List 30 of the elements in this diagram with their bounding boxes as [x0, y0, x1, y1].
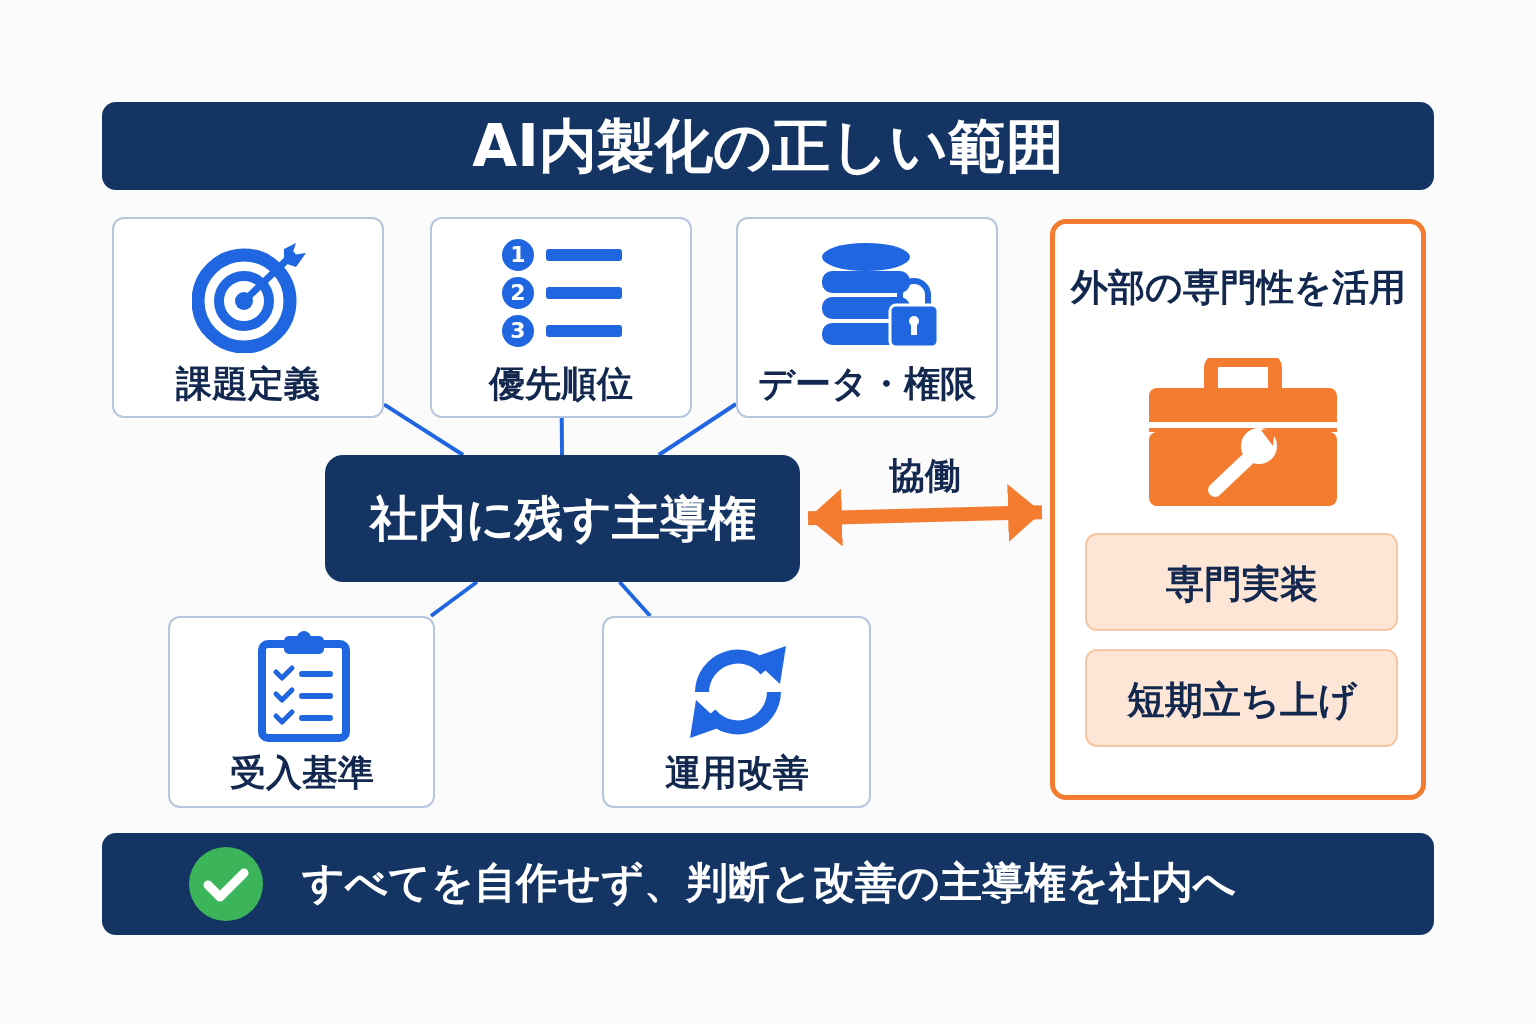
connector-line: [657, 402, 738, 457]
heading-text: 社内に残す主導権: [368, 489, 757, 547]
number-badge: 1: [502, 239, 534, 271]
message-banner: [102, 833, 1434, 935]
double-arrow: [807, 484, 1043, 547]
feature-box: [1085, 649, 1398, 747]
number-badge: 3: [502, 315, 534, 347]
node-label: データ・権限: [757, 362, 977, 406]
title-text: AI内製化の正しい範囲: [471, 112, 1065, 180]
heading-text: すべてを自作せず、判断と改善の主導権を社内へ: [302, 857, 1236, 909]
icon-card: [168, 616, 435, 808]
icon-card: [430, 217, 692, 418]
icon-card: [736, 217, 998, 418]
node-label: 短期立ち上げ: [1125, 677, 1359, 724]
node-label: 専門実装: [1164, 561, 1319, 608]
feature-box: [1085, 533, 1398, 631]
node-label: 課題定義: [175, 362, 321, 406]
node-label: 優先順位: [487, 362, 634, 406]
connector-line: [429, 580, 479, 618]
connector-line: [382, 402, 465, 457]
hub-box: [325, 455, 800, 582]
node-label: 受入基準: [228, 751, 375, 795]
icon-card: [112, 217, 384, 418]
connector-line: [618, 580, 652, 618]
connector-line: [559, 418, 565, 456]
panel: [1050, 219, 1426, 800]
node-label: 運用改善: [663, 751, 810, 795]
node-label: 外部の専門性を活用: [1069, 265, 1407, 311]
number-badge: 2: [502, 277, 534, 309]
icon-card: [602, 616, 871, 808]
